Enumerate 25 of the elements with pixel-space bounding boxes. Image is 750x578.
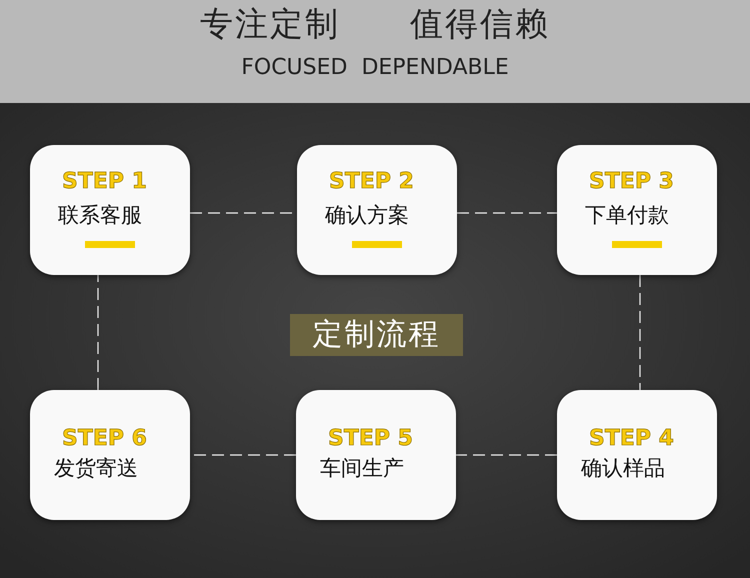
step-number: STEP 4: [589, 426, 674, 451]
step-title: 确认样品: [581, 455, 665, 482]
dashed-connector: [456, 454, 557, 456]
step-title: 车间生产: [320, 455, 404, 482]
dashed-connector: [457, 212, 557, 214]
step-title: 确认方案: [325, 202, 409, 229]
title-banner: 定制流程: [290, 314, 463, 356]
title: 专注定制 值得信赖: [199, 3, 551, 45]
step-number: STEP 2: [329, 169, 414, 194]
subtitle: FOCUSED DEPENDABLE: [240, 55, 510, 80]
step-card: [296, 390, 456, 520]
step-number: STEP 3: [589, 169, 674, 194]
step-number: STEP 1: [62, 169, 147, 194]
step-title: 下单付款: [585, 202, 669, 229]
step-card: [30, 390, 190, 520]
step-number: STEP 5: [328, 426, 413, 451]
step-title: 联系客服: [58, 202, 142, 229]
step-card: [557, 390, 717, 520]
step-number: STEP 6: [62, 426, 147, 451]
dashed-connector: [639, 275, 641, 390]
step-card: [297, 145, 457, 275]
dashed-connector: [97, 275, 99, 390]
step-title: 发货寄送: [54, 455, 138, 482]
step-card: [557, 145, 717, 275]
step-card: [30, 145, 190, 275]
